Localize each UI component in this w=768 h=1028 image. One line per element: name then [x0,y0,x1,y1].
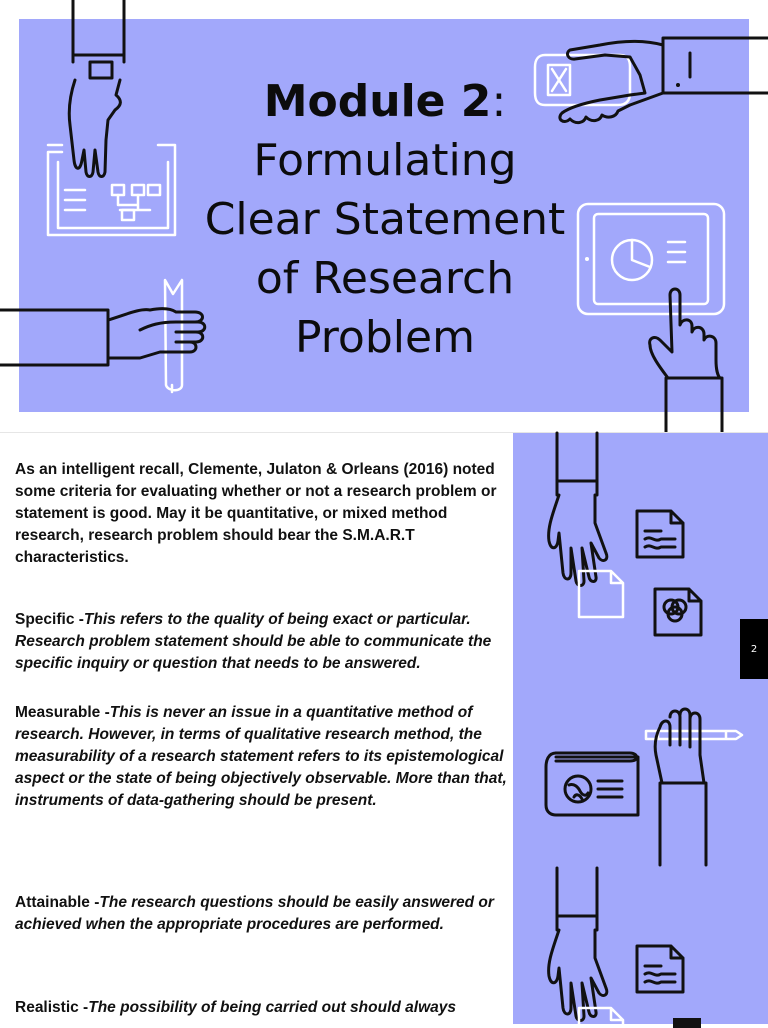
hand-with-documents-icon [547,431,703,637]
title-line: Problem [295,312,475,363]
intro-paragraph: As an intelligent recall, Clemente, Jula… [15,459,520,569]
slide-divider [0,432,768,433]
title-colon: : [491,76,507,127]
tablet-with-pie-chart-icon [576,202,726,434]
title-line: of Research [255,253,515,304]
hand-with-watch-icon [46,0,177,237]
hand-holding-phone-icon [533,36,768,125]
intro-text: As an intelligent recall, Clemente, Jula… [15,461,497,566]
criterion-attainable: Attainable -The research questions shoul… [15,892,520,936]
title-line: Formulating [253,135,517,186]
title-first-line: Module 2: [190,72,580,131]
slide-title: Module 2: Formulating Clear Statement of… [190,72,580,367]
page-number: 2 [750,643,758,655]
criterion-term: Realistic - [15,999,89,1016]
criterion-description: The research questions should be easily … [15,894,494,933]
criterion-term: Specific - [15,611,84,628]
criterion-measurable: Measurable -This is never an issue in a … [15,702,520,812]
hand-holding-pencil-icon [0,278,207,394]
title-slide-background [19,19,749,412]
decorative-side-panel [513,431,768,1028]
criterion-specific: Specific -This refers to the quality of … [15,609,520,675]
criterion-description: The possibility of being carried out sho… [88,999,456,1016]
criterion-description: This refers to the quality of being exac… [15,611,492,672]
criterion-term: Attainable - [15,894,100,911]
module-number: Module 2 [263,76,492,127]
criterion-term: Measurable - [15,704,110,721]
page-number-badge: 2 [740,619,768,679]
title-slide: Module 2: Formulating Clear Statement of… [0,0,768,434]
hand-with-pencil-and-map-icon [544,707,744,867]
criterion-description: This is never an issue in a quantitative… [15,704,507,809]
content-slide: 2 As an intelligent recall, Clemente, Ju… [0,431,768,1028]
title-line: Clear Statement [204,194,566,245]
criterion-realistic: Realistic -The possibility of being carr… [15,997,520,1019]
hand-with-documents-icon [547,866,701,1028]
